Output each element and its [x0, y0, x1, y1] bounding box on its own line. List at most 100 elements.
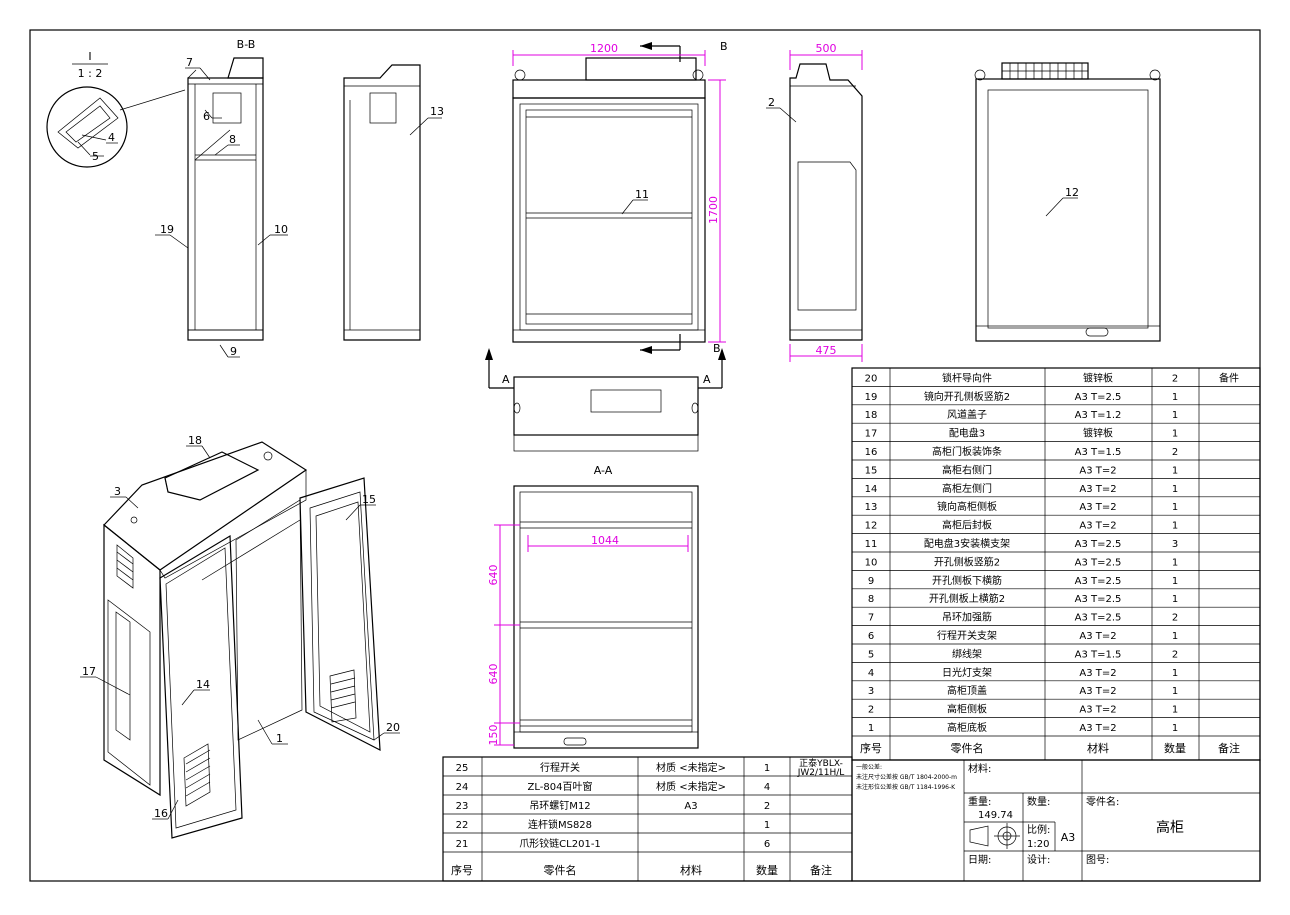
- top-arrow-a-left: A: [502, 373, 510, 386]
- scale-value: 1:20: [1027, 839, 1049, 850]
- callout-4: 4: [108, 131, 115, 144]
- lt-cell-no: 21: [456, 839, 469, 850]
- rt-cell-qty: 1: [1172, 502, 1178, 513]
- part-name-label: 零件名:: [1086, 795, 1119, 808]
- rt-cell-material: A3 T=2.5: [1075, 594, 1122, 605]
- rt-cell-qty: 1: [1172, 631, 1178, 642]
- callout-8: 8: [229, 133, 236, 146]
- top-view-a: A A: [485, 348, 726, 452]
- designer-label: 设计:: [1027, 853, 1050, 866]
- lt-cell-qty: 1: [764, 820, 770, 831]
- rt-cell-material: A3 T=2: [1079, 705, 1116, 716]
- rt-cell-qty: 1: [1172, 392, 1178, 403]
- rt-cell-material: A3 T=2: [1079, 484, 1116, 495]
- rt-cell-no: 3: [868, 686, 874, 697]
- rt-header-qty: 数量: [1164, 742, 1186, 755]
- rt-cell-no: 20: [865, 373, 878, 384]
- lt-cell-no: 22: [456, 820, 469, 831]
- rt-cell-name: 配电盘3安装横支架: [924, 537, 1010, 550]
- rt-cell-material: A3 T=2.5: [1075, 392, 1122, 403]
- section-aa-title: A-A: [594, 464, 613, 477]
- rt-cell-qty: 1: [1172, 723, 1178, 734]
- rt-cell-material: A3 T=2: [1079, 686, 1116, 697]
- lt-cell-qty: 2: [764, 801, 770, 812]
- top-arrow-a-right: A: [703, 373, 711, 386]
- rt-cell-no: 18: [865, 410, 878, 421]
- part-name-value: 高柜: [1156, 819, 1184, 836]
- lt-cell-material: 材质 <未指定>: [656, 780, 726, 793]
- rt-header-no: 序号: [860, 741, 882, 755]
- rt-cell-no: 15: [865, 465, 878, 476]
- lt-cell-no: 23: [456, 801, 469, 812]
- side-view-13: [343, 64, 421, 341]
- lt-header-material: 材料: [680, 863, 702, 877]
- rt-cell-name: 日光灯支架: [942, 666, 992, 679]
- scale-label: 比例:: [1027, 823, 1050, 836]
- callout-15: 15: [362, 493, 376, 506]
- rt-cell-no: 5: [868, 649, 874, 660]
- rt-cell-name: 高柜侧板: [947, 703, 987, 716]
- lt-cell-name: 连杆锁MS828: [528, 818, 592, 831]
- rt-cell-note: 备件: [1219, 371, 1239, 384]
- rt-cell-material: A3 T=1.5: [1075, 447, 1122, 458]
- callout-13: 13: [430, 105, 444, 118]
- rt-cell-name: 绑线架: [952, 647, 982, 660]
- rt-cell-name: 锁杆导向件: [942, 371, 992, 384]
- callout-10: 10: [274, 223, 288, 236]
- rt-cell-material: A3 T=2.5: [1075, 539, 1122, 550]
- lt-cell-material: 材质 <未指定>: [656, 761, 726, 774]
- dim-aa-width: 1044: [591, 534, 619, 547]
- rt-header-material: 材料: [1087, 741, 1109, 755]
- lt-cell-no: 24: [456, 782, 469, 793]
- rt-cell-material: A3 T=2: [1079, 723, 1116, 734]
- rt-cell-qty: 2: [1172, 613, 1178, 624]
- rt-cell-qty: 2: [1172, 649, 1178, 660]
- dim-aa-h1: 640: [487, 565, 500, 586]
- callout-5: 5: [92, 150, 99, 163]
- rt-cell-no: 9: [868, 576, 874, 587]
- callout-14: 14: [196, 678, 210, 691]
- callout-2: 2: [768, 96, 775, 109]
- rt-cell-name: 高柜后封板: [942, 519, 992, 532]
- sheet-size: A3: [1061, 831, 1076, 844]
- rt-cell-qty: 1: [1172, 668, 1178, 679]
- front-arrow-b-bottom: B: [713, 342, 721, 355]
- callouts: 7 6 8 19 10 9 4 5 13 2 11 12 18 3 15 17 …: [80, 56, 1079, 820]
- projection-symbol-icon: [969, 823, 1020, 849]
- rt-cell-no: 8: [868, 594, 874, 605]
- rt-cell-no: 7: [868, 613, 874, 624]
- rt-cell-name: 风道盖子: [947, 408, 987, 421]
- lt-cell-qty: 4: [764, 782, 770, 793]
- rt-cell-no: 10: [865, 557, 878, 568]
- lt-cell-note2: JW2/11H/L: [797, 768, 845, 778]
- rt-cell-material: A3 T=2.5: [1075, 613, 1122, 624]
- rt-cell-qty: 1: [1172, 705, 1178, 716]
- rt-cell-name: 开孔侧板下横筋: [932, 574, 1002, 587]
- rt-cell-no: 17: [865, 429, 878, 440]
- callout-11: 11: [635, 188, 649, 201]
- lt-cell-name: 吊环螺钉M12: [529, 800, 590, 812]
- lt-cell-name: ZL-804百叶窗: [528, 780, 593, 793]
- rt-cell-name: 高柜左侧门: [942, 482, 992, 495]
- lt-header-no: 序号: [451, 863, 473, 877]
- dim-side-top: 500: [816, 42, 837, 55]
- rt-cell-name: 镜向高柜侧板: [937, 500, 997, 513]
- rt-cell-qty: 1: [1172, 465, 1178, 476]
- callout-9: 9: [230, 345, 237, 358]
- rt-cell-qty: 1: [1172, 686, 1178, 697]
- isometric-view: [103, 441, 381, 839]
- side-view-2: 500 475: [789, 42, 863, 362]
- rear-view-12: [974, 62, 1161, 342]
- dim-front-height: 1700: [707, 196, 720, 224]
- rt-cell-no: 13: [865, 502, 878, 513]
- lt-cell-qty: 6: [764, 839, 770, 850]
- detail-view-i: I 1 : 2: [46, 50, 186, 168]
- callout-6: 6: [203, 110, 210, 123]
- rt-cell-name: 吊环加强筋: [942, 611, 992, 624]
- rt-cell-no: 14: [865, 484, 878, 495]
- dim-aa-h2: 640: [487, 664, 500, 685]
- callout-20: 20: [386, 721, 400, 734]
- rt-cell-qty: 1: [1172, 557, 1178, 568]
- tolerance-line3: 未注形位公差按 GB/T 1184-1996-K: [856, 783, 956, 791]
